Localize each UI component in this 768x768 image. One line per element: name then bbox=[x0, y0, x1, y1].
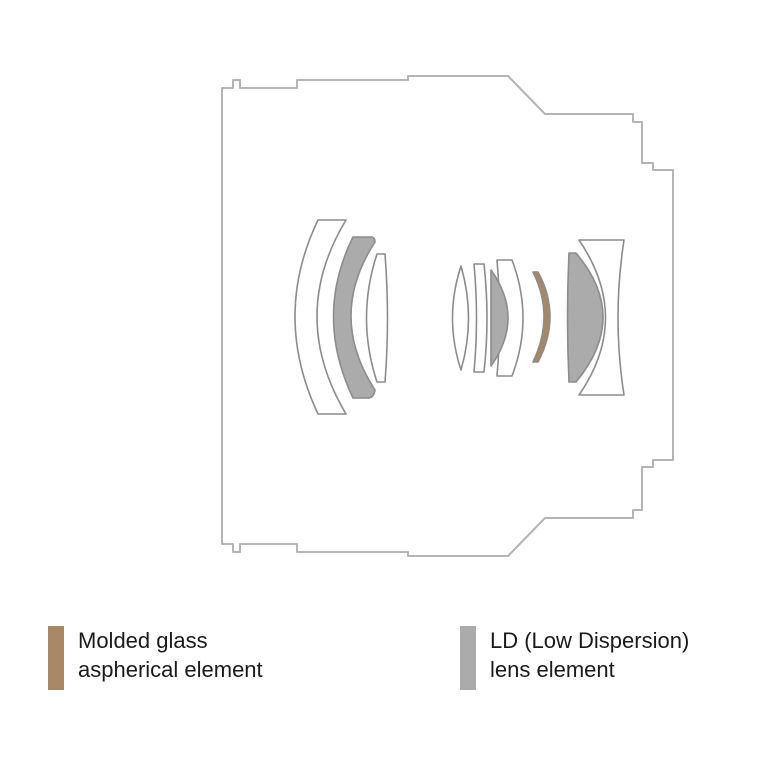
lens-barrel-outline bbox=[221, 75, 674, 557]
legend-ld-line-1: LD (Low Dispersion) bbox=[490, 628, 690, 653]
molded-aspherical-element bbox=[532, 271, 551, 363]
meniscus-lens-3 bbox=[365, 253, 389, 383]
biconvex-lens-4 bbox=[451, 265, 470, 371]
legend-molded-line-2: aspherical element bbox=[78, 657, 263, 682]
ld-lens-element-2 bbox=[490, 269, 509, 367]
legend-label-molded: Molded glass aspherical element bbox=[78, 626, 263, 684]
front-meniscus-lens bbox=[294, 219, 347, 415]
rear-concave-lens bbox=[578, 239, 625, 396]
ld-lens-element-1 bbox=[332, 236, 376, 399]
legend-label-ld: LD (Low Dispersion) lens element bbox=[490, 626, 689, 684]
ld-lens-element-3 bbox=[566, 252, 604, 383]
legend-ld-line-2: lens element bbox=[490, 657, 615, 682]
ld-swatch bbox=[460, 626, 476, 690]
molded-glass-swatch bbox=[48, 626, 64, 690]
legend-molded-line-1: Molded glass bbox=[78, 628, 208, 653]
thin-lens-5 bbox=[473, 263, 488, 373]
